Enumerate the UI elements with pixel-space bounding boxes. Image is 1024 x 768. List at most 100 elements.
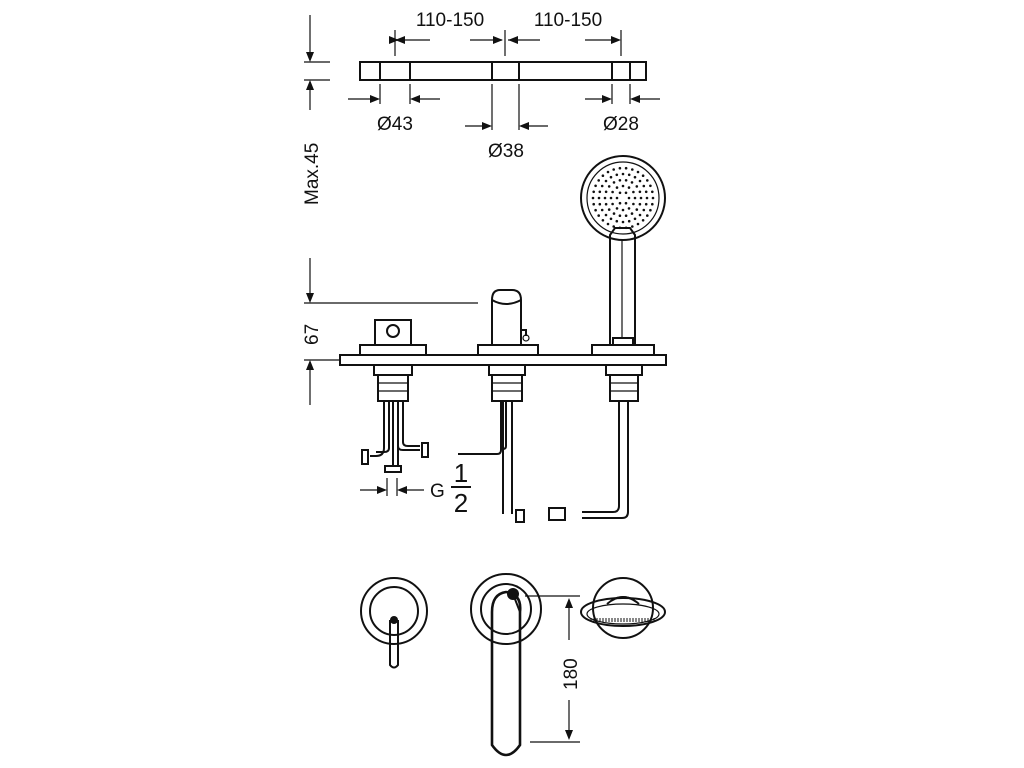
nozzle-dot bbox=[635, 185, 639, 188]
nozzle-dot bbox=[632, 202, 635, 206]
thread-numerator-label: 1 bbox=[454, 458, 468, 488]
supply-hoses bbox=[361, 401, 429, 473]
height-label: 67 bbox=[302, 324, 323, 345]
max-thickness-dimension: Max.45 bbox=[302, 15, 330, 205]
nozzle-dot bbox=[627, 207, 631, 210]
nozzle-dot bbox=[601, 219, 605, 222]
thread-denominator-label: 2 bbox=[454, 488, 468, 518]
nozzle-dot bbox=[627, 219, 631, 223]
nozzle-dot bbox=[604, 179, 608, 183]
nozzle-dot bbox=[651, 196, 655, 200]
shower-plan-nozzles bbox=[590, 618, 655, 622]
nozzle-dot bbox=[618, 191, 622, 195]
nozzle-dot bbox=[606, 222, 610, 226]
spacing-dimension-right: 110-150 bbox=[508, 10, 622, 56]
nozzle-dot bbox=[646, 179, 649, 182]
nozzle-dot bbox=[612, 181, 616, 184]
nozzle-dot bbox=[644, 190, 648, 194]
nozzle-dot bbox=[607, 185, 611, 188]
nozzle-dot bbox=[591, 196, 595, 200]
nozzle-dot bbox=[594, 184, 597, 188]
nozzle-dot bbox=[609, 196, 613, 200]
nozzle-dot bbox=[624, 214, 628, 217]
spacing-dimension-left: 110-150 bbox=[389, 10, 506, 56]
nozzle-dot bbox=[646, 214, 649, 217]
nozzle-dot bbox=[612, 225, 615, 228]
nozzle-dot bbox=[624, 201, 628, 205]
nozzle-dot bbox=[649, 184, 652, 188]
nozzle-dot bbox=[604, 202, 608, 206]
nozzle-dot bbox=[638, 202, 642, 206]
nozzle-dot bbox=[621, 220, 625, 224]
nozzle-dot bbox=[632, 190, 635, 194]
nozzle-dot bbox=[606, 170, 610, 174]
nozzle-dot bbox=[624, 191, 628, 195]
thread-prefix-label: G bbox=[430, 481, 445, 502]
nozzle-dot bbox=[627, 186, 631, 189]
nozzle-dot bbox=[635, 208, 639, 211]
hole-left-dimension: Ø43 bbox=[348, 84, 440, 135]
nozzle-dot bbox=[597, 214, 600, 217]
nozzle-dot bbox=[615, 173, 619, 177]
nozzle-dot bbox=[612, 212, 616, 215]
nozzle-dot bbox=[630, 181, 634, 184]
nozzle-dot bbox=[624, 179, 628, 182]
hole-left bbox=[380, 61, 410, 81]
nozzle-dot bbox=[633, 217, 637, 221]
hole-center bbox=[492, 61, 519, 81]
nozzle-dot bbox=[636, 170, 640, 174]
nozzle-dot bbox=[639, 196, 643, 200]
nozzle-dot bbox=[604, 190, 608, 194]
nozzle-dot bbox=[630, 212, 634, 215]
nozzle-dot bbox=[609, 175, 613, 179]
spout-body bbox=[458, 289, 539, 523]
nozzle-dot bbox=[642, 184, 646, 188]
nozzle-dot bbox=[651, 202, 654, 206]
hole-right-dimension: Ø28 bbox=[585, 84, 660, 135]
hole-left-label: Ø43 bbox=[377, 114, 413, 135]
nozzle-dot bbox=[612, 168, 615, 171]
spout-plan-view bbox=[470, 573, 542, 757]
hand-shower bbox=[548, 155, 666, 521]
nozzle-dot bbox=[600, 208, 604, 212]
nozzle-dot bbox=[633, 175, 637, 179]
nozzle-dot bbox=[624, 226, 628, 230]
nozzle-dot bbox=[615, 186, 619, 189]
nozzle-dot bbox=[600, 184, 604, 188]
nozzle-dot bbox=[641, 219, 645, 222]
nozzle-dot bbox=[618, 214, 622, 217]
nozzle-dot bbox=[638, 179, 642, 183]
nozzle-dot bbox=[621, 172, 625, 176]
handle-plan-view bbox=[360, 577, 428, 669]
nozzle-dot bbox=[594, 208, 597, 212]
nozzle-dot bbox=[603, 196, 607, 200]
nozzle-dot bbox=[638, 190, 642, 194]
deck-slab bbox=[339, 354, 667, 366]
shower-head bbox=[580, 155, 666, 241]
nozzle-dot bbox=[633, 196, 637, 200]
nozzle-dot bbox=[631, 168, 634, 171]
hole-center-label: Ø38 bbox=[488, 141, 524, 162]
nozzle-dot bbox=[645, 196, 649, 200]
nozzle-dot bbox=[651, 190, 654, 194]
nozzle-dot bbox=[609, 217, 613, 221]
nozzle-dot bbox=[592, 190, 595, 194]
nozzle-dot bbox=[597, 179, 600, 182]
spout-length-label: 180 bbox=[561, 658, 582, 690]
nozzle-dot bbox=[597, 196, 601, 200]
nozzle-dot bbox=[601, 174, 605, 177]
nozzle-dot bbox=[627, 173, 631, 177]
nozzle-dot bbox=[638, 213, 642, 217]
nozzle-dot bbox=[611, 190, 614, 194]
shower-nozzles bbox=[591, 166, 655, 230]
hole-center-dimension: Ø38 bbox=[465, 84, 548, 162]
nozzle-dot bbox=[642, 208, 646, 212]
nozzle-dot bbox=[615, 207, 619, 210]
nozzle-dot bbox=[649, 208, 652, 212]
nozzle-dot bbox=[618, 201, 622, 205]
spacing-right-label: 110-150 bbox=[534, 10, 602, 31]
hole-right-label: Ø28 bbox=[603, 114, 639, 135]
max-thickness-label: Max.45 bbox=[302, 143, 323, 205]
nozzle-dot bbox=[618, 226, 622, 230]
